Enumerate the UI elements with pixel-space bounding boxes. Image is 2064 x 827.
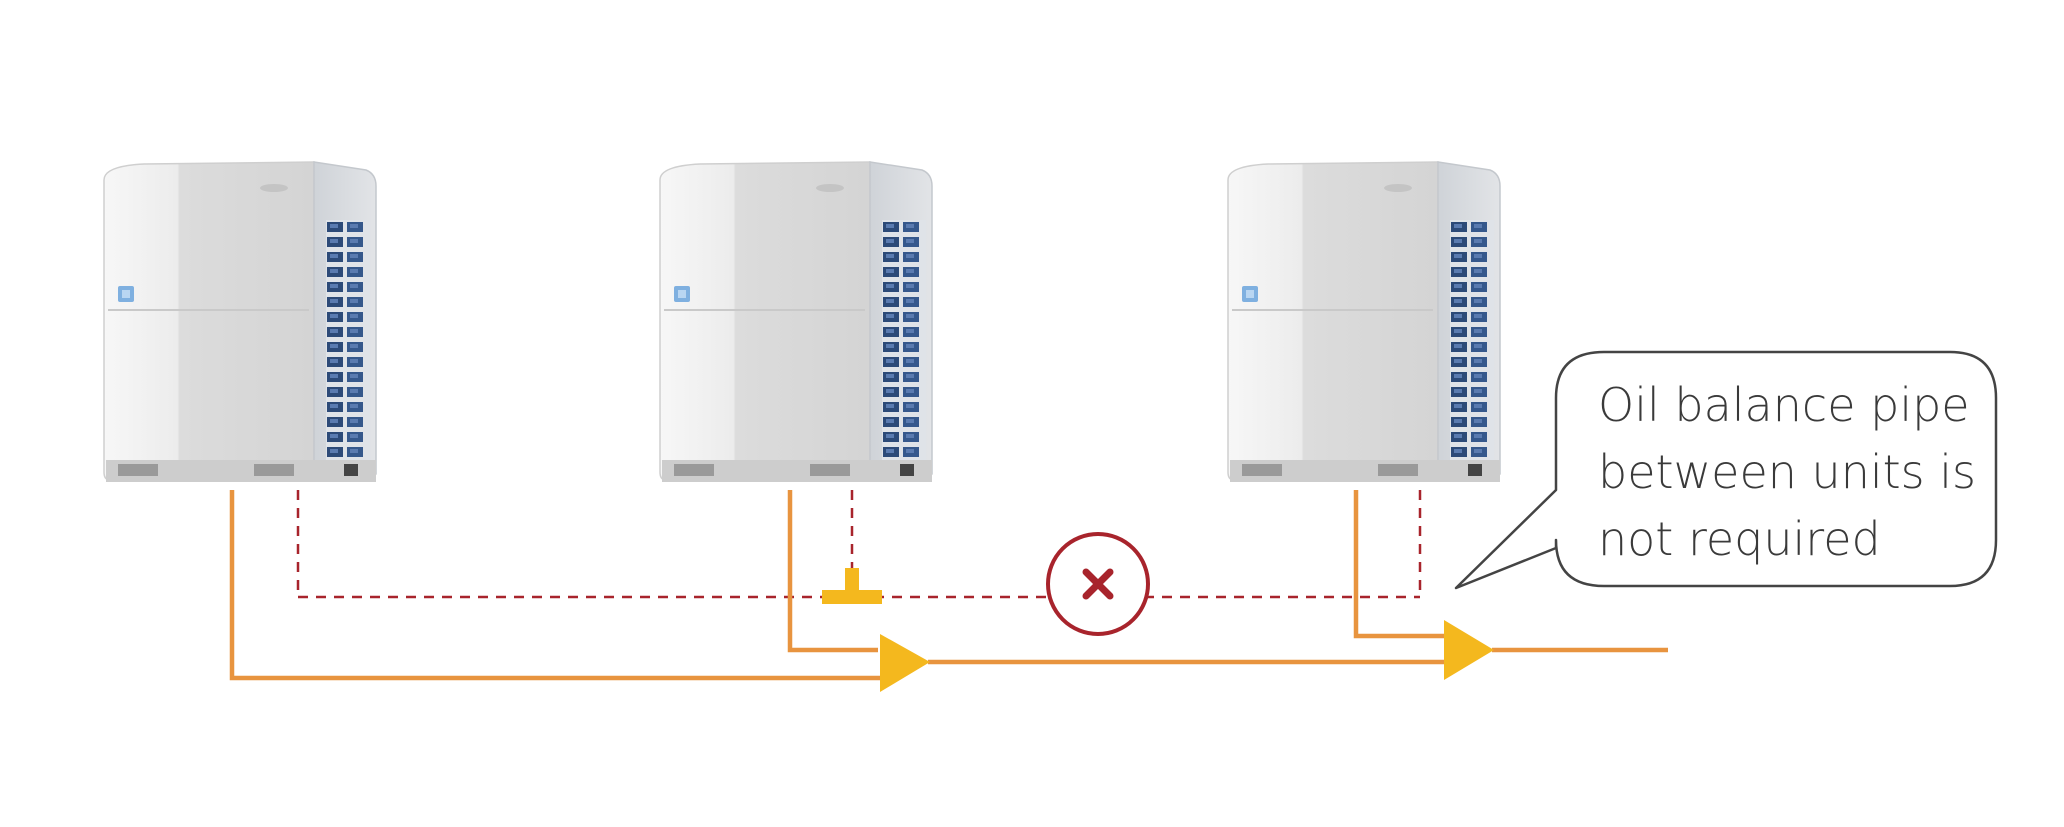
tee-joint-icon (822, 568, 882, 604)
outdoor-unit-icon (659, 161, 933, 483)
callout-text: Oil balance pipe between units is not re… (1598, 372, 1998, 573)
cross-in-circle-icon (1046, 532, 1150, 636)
outdoor-unit-3 (1227, 161, 1501, 483)
outdoor-unit-2 (659, 161, 933, 483)
outdoor-unit-icon (1227, 161, 1501, 483)
callout-line: between units is (1598, 445, 1976, 499)
outdoor-unit-1 (103, 161, 377, 483)
flow-arrow-icon (1444, 620, 1494, 680)
callout-bubble (1454, 350, 1998, 590)
callout-line: Oil balance pipe (1598, 378, 1970, 432)
flow-arrow-icon (880, 634, 930, 692)
callout-line: not required (1598, 512, 1881, 566)
refrigerant-pipes (229, 490, 1668, 681)
outdoor-unit-icon (103, 161, 377, 483)
